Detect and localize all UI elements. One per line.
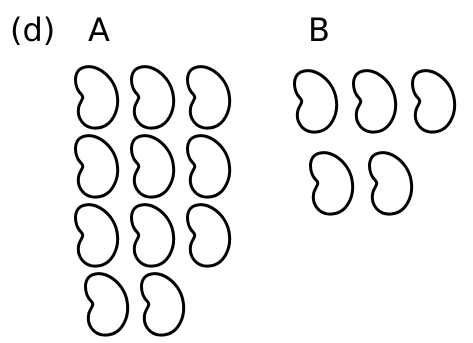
kidney-bean-icon [295, 71, 337, 132]
kidney-bean-icon [132, 136, 174, 197]
kidney-bean-icon [188, 136, 230, 197]
kidney-bean-icon [86, 274, 128, 335]
kidney-bean-icon [188, 67, 230, 128]
kidney-bean-icon [142, 274, 184, 335]
group-b-beans [295, 71, 455, 214]
kidney-bean-icon [188, 205, 230, 266]
kidney-bean-icon [413, 71, 455, 132]
kidney-bean-icon [311, 153, 353, 214]
kidney-bean-icon [132, 67, 174, 128]
kidney-bean-icon [354, 71, 396, 132]
kidney-bean-icon [76, 205, 118, 266]
kidney-bean-icon [370, 153, 412, 214]
kidney-bean-icon [132, 205, 174, 266]
group-a-beans [76, 67, 230, 335]
kidney-bean-icon [76, 136, 118, 197]
kidney-bean-icon [76, 67, 118, 128]
